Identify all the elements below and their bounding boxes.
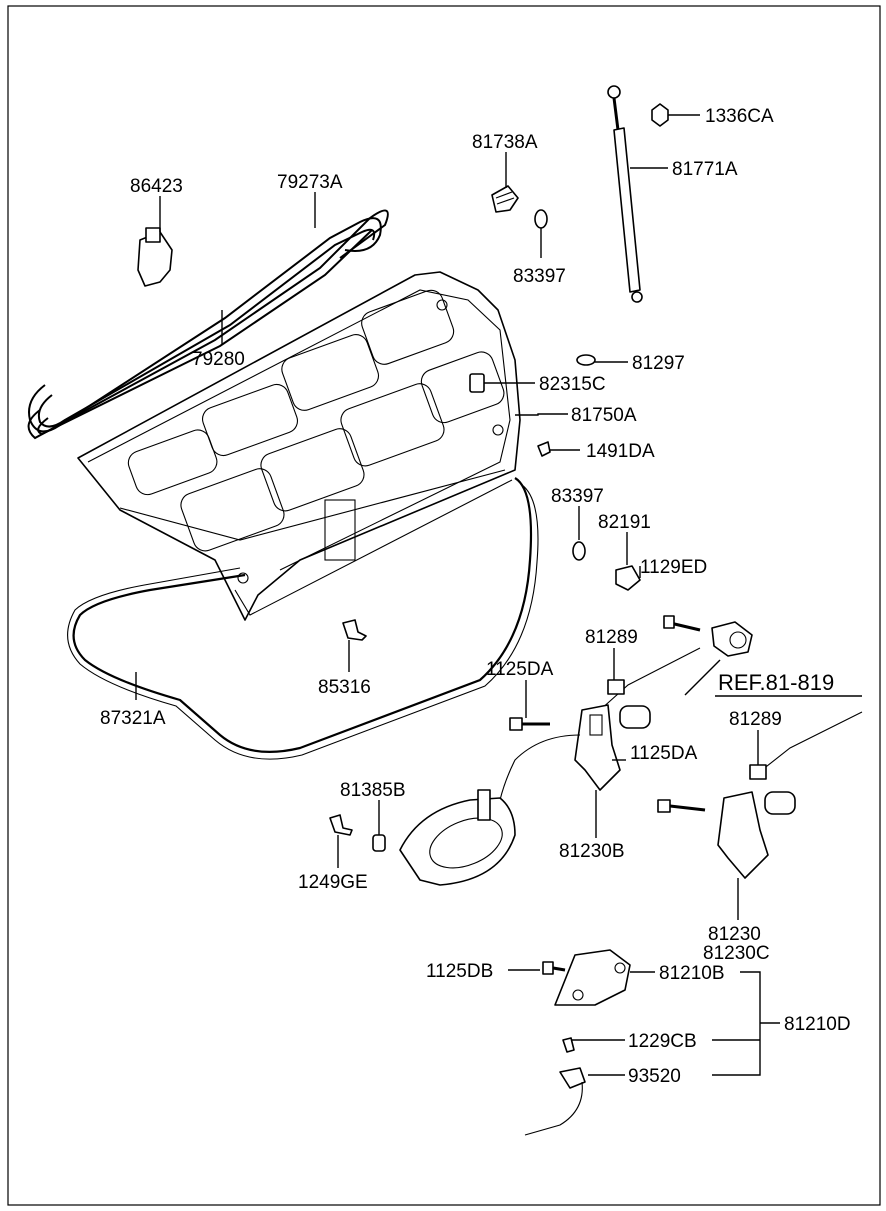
label-1125DB: 1125DB	[426, 961, 493, 982]
grommet-83397-upper	[534, 209, 548, 229]
weatherstrip-87321A	[72, 477, 533, 753]
bolt-1125DA-lower	[657, 799, 706, 813]
latch-cable	[479, 734, 581, 821]
screw-1229CB	[562, 1037, 575, 1053]
label-81297: 81297	[632, 353, 685, 374]
label-1125DA-lower: 1125DA	[630, 743, 698, 764]
label-81230B: 81230B	[559, 841, 625, 862]
diagram-border	[7, 5, 881, 1206]
label-1125DA-upper: 1125DA	[486, 659, 554, 680]
bolt-1125DB	[542, 961, 566, 975]
cable-81289-upper	[599, 647, 701, 711]
torsion-bar-79273A	[27, 209, 389, 440]
cable-81289-lower	[761, 711, 863, 771]
switch-93520	[524, 1067, 586, 1136]
bumper-81738A	[491, 185, 519, 213]
actuator-ref-81-819	[711, 621, 753, 657]
label-81289-upper: 81289	[585, 627, 638, 648]
striker-81210B	[554, 949, 631, 1006]
bumper-82191	[615, 565, 641, 591]
label-85316: 85316	[318, 677, 371, 698]
label-81210D: 81210D	[784, 1014, 851, 1035]
label-82315C: 82315C	[539, 374, 606, 395]
label-81289-lower: 81289	[729, 709, 782, 730]
clip-81385B-part	[372, 834, 386, 852]
label-79280: 79280	[192, 349, 245, 370]
label-87321A: 87321A	[100, 708, 166, 729]
gas-strut-81771A	[607, 85, 643, 303]
grommet-81297	[576, 354, 596, 366]
leader-lines	[135, 114, 862, 1076]
trunk-lid-panel	[77, 271, 521, 621]
label-83397-upper: 83397	[513, 266, 566, 287]
label-1249GE: 1249GE	[298, 872, 368, 893]
nut-1336CA	[651, 103, 669, 127]
lid-pocket-grid	[127, 289, 505, 552]
bumper-82315C	[469, 373, 485, 393]
label-81738A: 81738A	[472, 132, 538, 153]
clip-86423	[137, 227, 173, 287]
label-1229CB: 1229CB	[628, 1031, 697, 1052]
label-82191: 82191	[598, 512, 651, 533]
label-81210B: 81210B	[659, 963, 725, 984]
latch-81230	[717, 791, 796, 879]
clip-1491DA	[537, 441, 551, 457]
handle-81385B	[399, 789, 516, 886]
label-1491DA: 1491DA	[586, 441, 655, 462]
label-79273A: 79273A	[277, 172, 343, 193]
label-93520: 93520	[628, 1066, 681, 1087]
latch-81230B	[574, 704, 651, 791]
part-labels: 1336CA 81738A 81771A 86423 79273A 83397 …	[100, 106, 851, 1087]
screw-1129ED	[663, 615, 701, 632]
grommet-83397-lower	[572, 541, 586, 561]
label-81385B: 81385B	[340, 780, 406, 801]
label-81750A: 81750A	[571, 405, 637, 426]
bolt-1249GE	[329, 814, 353, 836]
label-83397-lower: 83397	[551, 486, 604, 507]
label-86423: 86423	[130, 176, 183, 197]
label-ref-81-819: REF.81-819	[718, 670, 834, 695]
bolt-1125DA-upper	[509, 717, 550, 731]
label-1336CA: 1336CA	[705, 106, 774, 127]
bolt-85316	[342, 619, 367, 641]
label-81230: 81230	[708, 924, 761, 945]
label-81230C: 81230C	[703, 943, 770, 964]
label-1129ED: 1129ED	[640, 557, 707, 578]
label-81771A: 81771A	[672, 159, 738, 180]
